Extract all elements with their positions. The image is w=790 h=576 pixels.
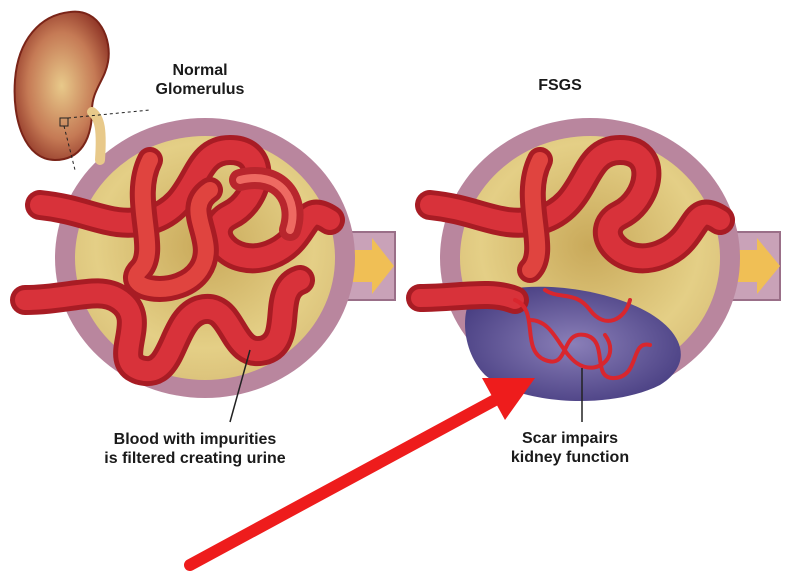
- normal-caption-line1: Blood with impurities: [60, 430, 330, 449]
- normal-caption-line2: is filtered creating urine: [60, 449, 330, 468]
- kidney-icon: [15, 12, 109, 160]
- ureter: [92, 112, 101, 160]
- fsgs-title: FSGS: [520, 76, 600, 95]
- normal-glomerulus: [25, 118, 395, 422]
- normal-title-line2: Glomerulus: [140, 80, 260, 99]
- fsgs-caption-line1: Scar impairs: [490, 429, 650, 448]
- fsgs-glomerulus: [420, 118, 780, 422]
- red-pointer-arrow: [190, 378, 535, 565]
- normal-title-line1: Normal: [140, 61, 260, 80]
- fsgs-caption-line2: kidney function: [490, 448, 650, 467]
